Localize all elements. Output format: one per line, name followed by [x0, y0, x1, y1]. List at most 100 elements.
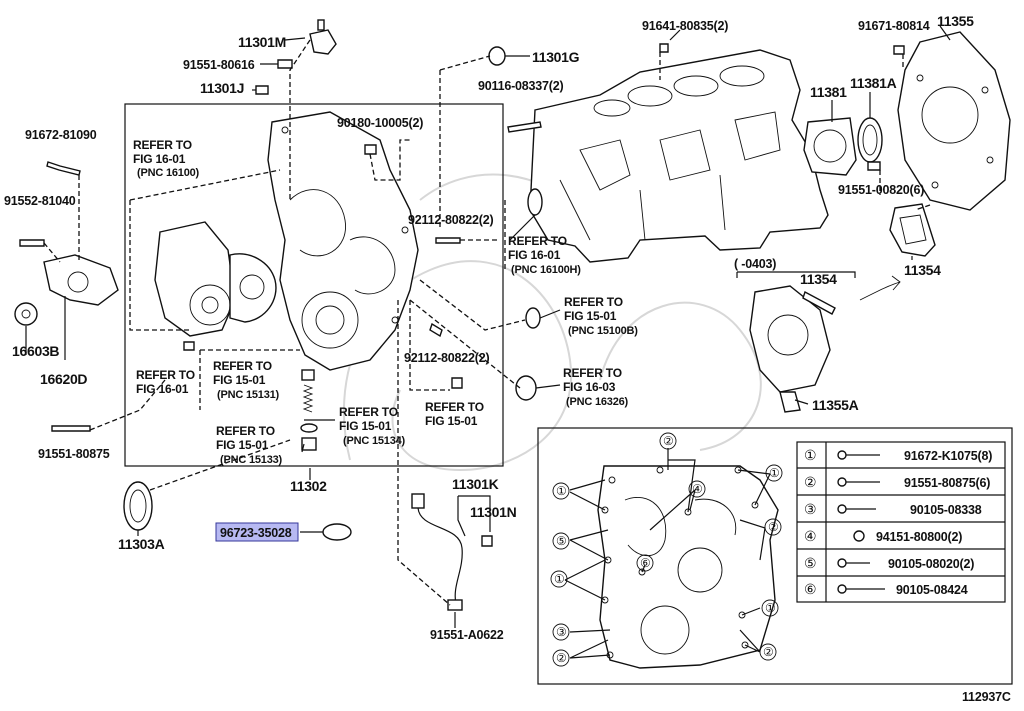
o-ring-15100B: [525, 307, 541, 329]
date-range-label: ( -0403): [734, 257, 776, 271]
part-label-91641-80835[interactable]: 91641-80835(2): [642, 19, 728, 33]
part-label-11302[interactable]: 11302: [290, 478, 327, 494]
svg-text:REFER TO: REFER TO: [564, 295, 623, 309]
callout-6: ⑥: [640, 556, 651, 570]
svg-text:(PNC 15134): (PNC 15134): [343, 435, 406, 447]
refer-to-fig-15-01-pnc-15131[interactable]: REFER TO FIG 15-01 (PNC 15131): [213, 359, 280, 401]
cam-sensor-drawing: [309, 19, 337, 55]
svg-text:FIG 15-01: FIG 15-01: [425, 414, 478, 428]
svg-text:REFER TO: REFER TO: [133, 138, 192, 152]
detail-leaders: [564, 448, 771, 659]
part-label-90116-08337[interactable]: 90116-08337(2): [478, 79, 564, 93]
legend-part-91551-80875[interactable]: 91551-80875(6): [904, 476, 990, 490]
o-ring-96723: [322, 523, 352, 541]
svg-text:FIG 16-03: FIG 16-03: [563, 380, 616, 394]
callout-3: ③: [556, 625, 567, 639]
part-label-11301N[interactable]: 11301N: [470, 504, 517, 520]
part-label-91551-80875[interactable]: 91551-80875: [38, 447, 110, 461]
part-label-11355[interactable]: 11355: [937, 13, 974, 29]
part-label-91552-81040[interactable]: 91552-81040: [4, 194, 76, 208]
part-label-11301K[interactable]: 11301K: [452, 476, 499, 492]
timing-cover-drawing: [267, 111, 419, 371]
oil-seal-11303A: [123, 481, 153, 531]
svg-text:FIG 15-01: FIG 15-01: [213, 373, 266, 387]
callout-5: ⑤: [556, 534, 567, 548]
part-label-91551-00820[interactable]: 91551-00820(6): [838, 183, 924, 197]
part-labels: 11301M 91551-80616 11301J 11301G 91641-8…: [4, 13, 1011, 704]
oil-seal-retainer-drawing: [803, 117, 883, 176]
bolt-icon: [837, 504, 876, 514]
nut-icon: [853, 530, 865, 542]
idler-pulley-drawing: [14, 254, 119, 326]
part-label-91672-81090[interactable]: 91672-81090: [25, 128, 97, 142]
legend-part-91672-K1075[interactable]: 91672-K1075(8): [904, 449, 992, 463]
lower-end-plate-drawing: [749, 275, 901, 413]
bolt-icon: [837, 584, 885, 594]
legend-num-4: ④: [804, 528, 817, 544]
part-label-11381A[interactable]: 11381A: [850, 75, 897, 91]
part-label-11301M[interactable]: 11301M: [238, 34, 286, 50]
legend-part-94151-80800[interactable]: 94151-80800(2): [876, 530, 962, 544]
part-label-16603B[interactable]: 16603B: [12, 343, 60, 359]
legend-part-90105-08020[interactable]: 90105-08020(2): [888, 557, 974, 571]
part-label-11354-dated[interactable]: 11354: [800, 271, 837, 287]
part-label-92112-80822-mid[interactable]: 92112-80822(2): [404, 351, 490, 365]
cover-drawing: [889, 203, 936, 257]
svg-text:FIG 15-01: FIG 15-01: [216, 438, 269, 452]
oil-seal-11301G: [488, 46, 506, 66]
legend-num-3: ③: [804, 501, 817, 517]
detail-cover-drawing: [597, 465, 779, 669]
part-label-11355A[interactable]: 11355A: [812, 397, 859, 413]
svg-text:(PNC 16100): (PNC 16100): [137, 167, 200, 179]
water-pump-drawing: [154, 221, 277, 337]
legend-num-2: ②: [804, 474, 817, 490]
legend-part-90105-08424[interactable]: 90105-08424: [896, 583, 968, 597]
part-label-91551-A0622[interactable]: 91551-A0622: [430, 628, 504, 642]
detail-callout-numbers: ② ① ① ④ ② ⑤ ⑥ ① ① ③ ② ②: [554, 434, 780, 665]
refer-to-fig-15-01-pnc-15133[interactable]: REFER TO FIG 15-01 (PNC 15133): [216, 424, 283, 466]
bolt-legend-table: [796, 441, 1006, 603]
refer-to-fig-16-01[interactable]: REFER TO FIG 16-01: [136, 368, 195, 396]
callout-1: ①: [556, 484, 567, 498]
part-label-11381[interactable]: 11381: [810, 84, 847, 100]
legend-part-90105-08338[interactable]: 90105-08338: [910, 503, 982, 517]
cylinder-block-drawing: [529, 49, 829, 263]
svg-text:(PNC 15133): (PNC 15133): [220, 454, 283, 466]
part-label-11354[interactable]: 11354: [904, 262, 941, 278]
part-label-11301G[interactable]: 11301G: [532, 49, 580, 65]
svg-text:FIG 16-01: FIG 16-01: [133, 152, 186, 166]
svg-text:(PNC 16100H): (PNC 16100H): [511, 264, 581, 276]
refer-to-fig-15-01-pnc-15134[interactable]: REFER TO FIG 15-01 (PNC 15134): [339, 405, 406, 447]
callout-2: ②: [663, 434, 674, 448]
part-label-11301J[interactable]: 11301J: [200, 80, 244, 96]
part-label-96723-35028[interactable]: 96723-35028: [220, 526, 292, 540]
end-plate-drawing: [897, 31, 1011, 211]
callout-2: ②: [768, 520, 779, 534]
detail-inset-frame: [537, 427, 1013, 685]
bolt-icon: [837, 477, 880, 487]
refer-to-fig-16-01-pnc-16100[interactable]: REFER TO FIG 16-01 (PNC 16100): [133, 138, 200, 179]
refer-to-fig-16-03-pnc-16326[interactable]: REFER TO FIG 16-03 (PNC 16326): [563, 366, 629, 408]
part-label-16620D[interactable]: 16620D: [40, 371, 88, 387]
svg-text:REFER TO: REFER TO: [339, 405, 398, 419]
svg-text:REFER TO: REFER TO: [425, 400, 484, 414]
refer-to-fig-16-01-pnc-16100h[interactable]: REFER TO FIG 16-01 (PNC 16100H): [508, 234, 581, 276]
part-label-11303A[interactable]: 11303A: [118, 536, 165, 552]
svg-text:(PNC 15100B): (PNC 15100B): [568, 325, 638, 337]
callout-1: ①: [769, 466, 780, 480]
part-label-91671-80814[interactable]: 91671-80814: [858, 19, 930, 33]
svg-text:FIG 16-01: FIG 16-01: [136, 382, 189, 396]
callout-4: ④: [692, 482, 703, 496]
figure-code: 112937C: [962, 690, 1011, 704]
part-label-90180-10005[interactable]: 90180-10005(2): [337, 116, 423, 130]
svg-text:FIG 16-01: FIG 16-01: [508, 248, 561, 262]
svg-text:(PNC 16326): (PNC 16326): [566, 396, 629, 408]
part-label-92112-80822-top[interactable]: 92112-80822(2): [408, 213, 494, 227]
callout-2: ②: [763, 645, 774, 659]
legend-num-1: ①: [804, 447, 817, 463]
refer-to-fig-15-01[interactable]: REFER TO FIG 15-01: [425, 400, 484, 428]
refer-to-fig-15-01-pnc-15100b[interactable]: REFER TO FIG 15-01 (PNC 15100B): [564, 295, 638, 337]
part-label-91551-80616[interactable]: 91551-80616: [183, 58, 255, 72]
